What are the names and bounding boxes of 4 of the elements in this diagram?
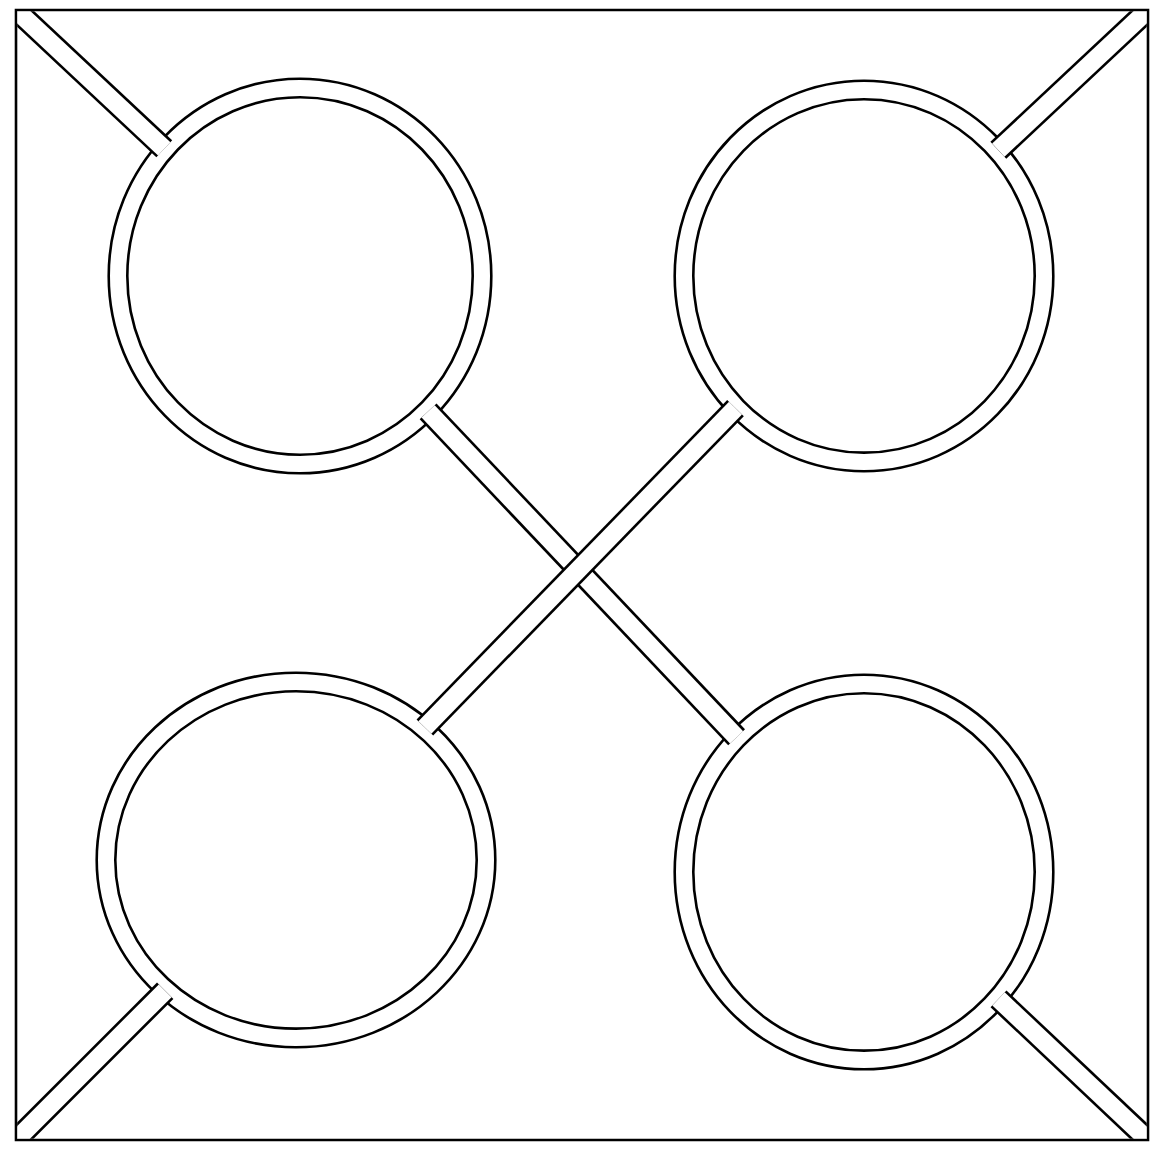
circle [673,673,1055,1071]
circle [107,77,493,475]
circle [95,671,497,1049]
circle [673,79,1055,473]
